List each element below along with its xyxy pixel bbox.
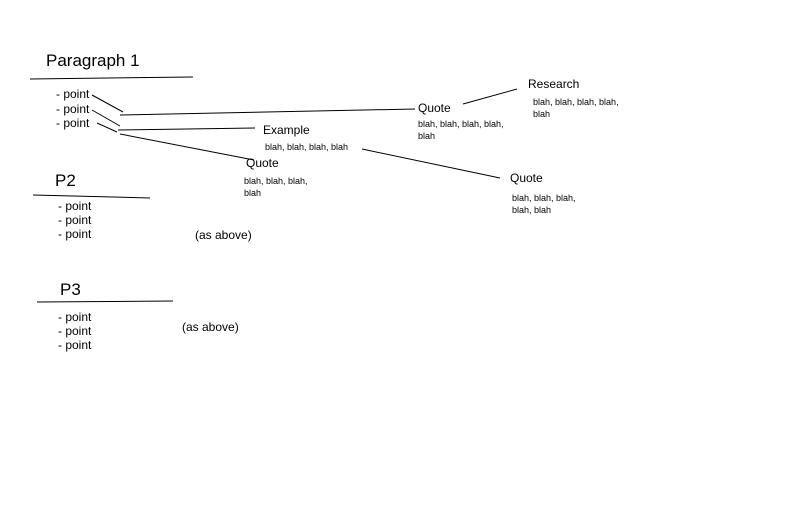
quote-mid-text: blah, blah, blah, blah xyxy=(244,176,308,198)
quote-right-text: blah, blah, blah, blah, blah xyxy=(512,193,576,215)
to-quote-mid-line xyxy=(119,133,255,161)
point-2-connector xyxy=(91,109,121,127)
p2-underline xyxy=(32,194,151,199)
p2-heading: P2 xyxy=(55,171,76,190)
quote-top-text: blah, blah, blah, blah, blah xyxy=(418,119,504,141)
to-quote-top-line xyxy=(119,108,416,116)
quote-right-label: Quote xyxy=(510,171,543,185)
quote-to-research-line xyxy=(462,88,518,105)
example-label: Example xyxy=(263,123,310,137)
point-3-connector xyxy=(96,122,118,133)
research-label: Research xyxy=(528,77,580,91)
paragraph-1-point-1: - point xyxy=(56,87,90,101)
p2-point-3: - point xyxy=(58,227,92,241)
quote-mid-label: Quote xyxy=(246,156,279,170)
paragraph-1-underline xyxy=(29,76,194,80)
p3-point-1: - point xyxy=(58,310,92,324)
point-1-connector xyxy=(91,94,124,113)
p3-note: (as above) xyxy=(182,320,239,334)
paragraph-1-point-2: - point xyxy=(56,102,90,116)
p3-point-3: - point xyxy=(58,338,92,352)
paragraph-1-point-3: - point xyxy=(56,116,90,130)
quote-top-label: Quote xyxy=(418,101,451,115)
research-text: blah, blah, blah, blah, blah xyxy=(533,97,619,119)
p3-underline xyxy=(36,300,174,303)
p2-point-2: - point xyxy=(58,213,92,227)
p3-heading: P3 xyxy=(60,280,81,299)
example-to-quote-right-line xyxy=(361,148,501,179)
p3-point-2: - point xyxy=(58,324,92,338)
paragraph-1-heading: Paragraph 1 xyxy=(46,51,140,70)
p2-point-1: - point xyxy=(58,199,92,213)
p2-note: (as above) xyxy=(195,228,252,242)
to-example-line xyxy=(117,127,256,131)
example-text: blah, blah, blah, blah xyxy=(265,142,349,152)
